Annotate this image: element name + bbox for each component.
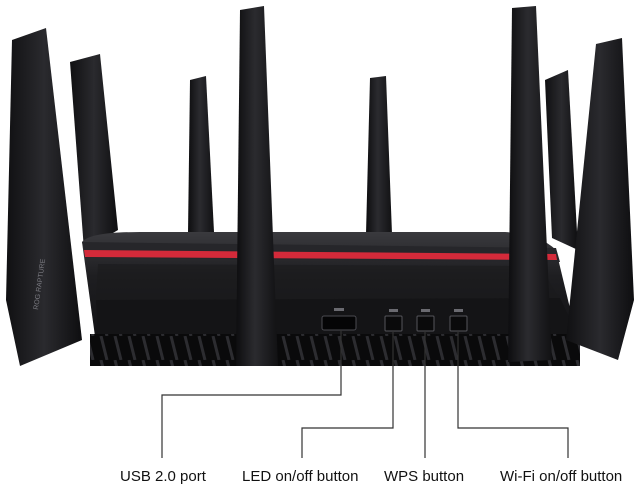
- usb-port-label: USB 2.0 port: [120, 468, 206, 485]
- router-body: [82, 232, 580, 366]
- rear-panel: [321, 308, 468, 332]
- vent-grille: [90, 334, 580, 366]
- front-antennas: [236, 6, 552, 366]
- wps-button[interactable]: [416, 315, 435, 332]
- leader-wifi: [457, 331, 569, 458]
- usb-port[interactable]: [321, 315, 357, 331]
- led-button-label: LED on/off button: [242, 468, 359, 485]
- wifi-button[interactable]: [449, 315, 468, 332]
- back-antennas: [188, 76, 392, 234]
- led-button[interactable]: [384, 315, 403, 332]
- wifi-button-label: Wi-Fi on/off button: [500, 468, 623, 485]
- rear-fins: [70, 54, 578, 250]
- accent-stripe: [84, 250, 557, 260]
- leader-lines: [161, 330, 569, 458]
- wps-button-label: WPS button: [384, 468, 465, 485]
- leader-led: [301, 331, 394, 458]
- leader-usb: [161, 330, 342, 458]
- side-fins: ROG RAPTURE: [6, 28, 634, 366]
